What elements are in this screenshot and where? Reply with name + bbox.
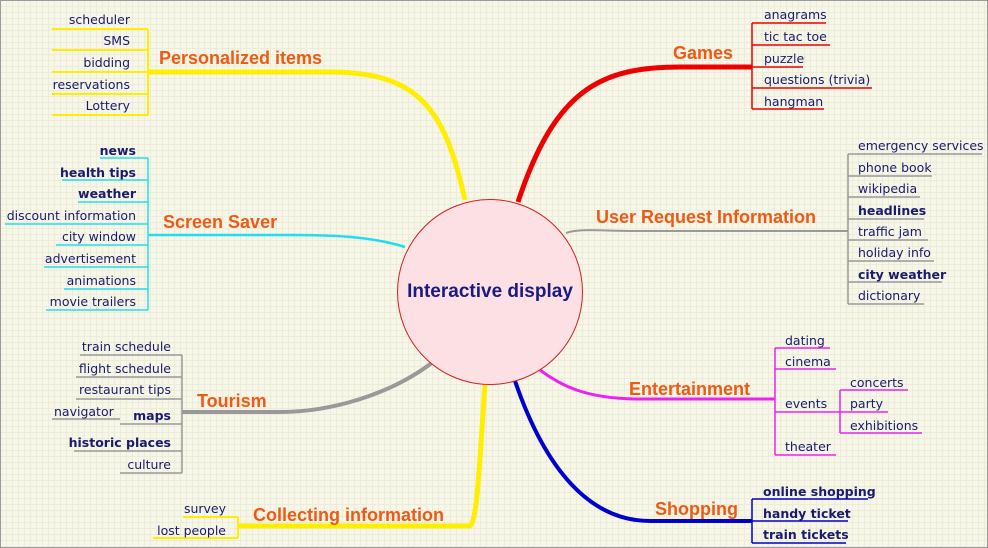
- leaf-movie-trailers[interactable]: movie trailers: [49, 294, 136, 309]
- leaf-phone-book[interactable]: phone book: [858, 160, 932, 175]
- leaf-survey[interactable]: survey: [183, 501, 226, 516]
- leaf-navigator[interactable]: navigator: [54, 404, 114, 419]
- leaf-city-weather[interactable]: city weather: [858, 267, 947, 282]
- central-topic[interactable]: Interactive display: [397, 199, 583, 385]
- branch-entertainment[interactable]: Entertainment: [629, 379, 751, 399]
- leaf-handy-ticket[interactable]: handy ticket: [763, 506, 851, 521]
- leaf-emergency-services[interactable]: emergency services: [858, 138, 984, 153]
- branch-shopping[interactable]: Shopping: [655, 499, 738, 519]
- leaf-hangman[interactable]: hangman: [764, 94, 824, 109]
- leaf-concerts[interactable]: concerts: [850, 375, 904, 390]
- leaf-online-shopping[interactable]: online shopping: [763, 484, 876, 499]
- leaf-scheduler[interactable]: scheduler: [68, 12, 130, 27]
- leaf-flight-schedule[interactable]: flight schedule: [78, 361, 171, 376]
- leaf-weather[interactable]: weather: [78, 186, 136, 201]
- leaf-historic-places[interactable]: historic places: [68, 435, 171, 450]
- leaf-news[interactable]: news: [99, 143, 136, 158]
- leaf-train-tickets[interactable]: train tickets: [763, 527, 849, 542]
- leaf-anagrams[interactable]: anagrams: [764, 7, 827, 22]
- leaf-wikipedia[interactable]: wikipedia: [858, 181, 918, 196]
- branch-games[interactable]: Games: [673, 43, 734, 63]
- leaf-city-window[interactable]: city window: [61, 229, 136, 244]
- leaf-headlines[interactable]: headlines: [858, 203, 927, 218]
- leaf-traffic-jam[interactable]: traffic jam: [858, 224, 922, 239]
- leaf-questions-trivia[interactable]: questions (trivia): [764, 72, 871, 87]
- leaf-cinema[interactable]: cinema: [785, 354, 831, 369]
- leaf-culture[interactable]: culture: [127, 457, 171, 472]
- leaf-bidding[interactable]: bidding: [83, 55, 130, 70]
- leaf-dictionary[interactable]: dictionary: [858, 288, 921, 303]
- branch-screen-saver[interactable]: Screen Saver: [163, 212, 278, 232]
- leaf-reservations[interactable]: reservations: [52, 77, 130, 92]
- leaf-dating[interactable]: dating: [785, 333, 825, 348]
- leaf-lottery[interactable]: Lottery: [85, 98, 130, 113]
- leaf-discount-information[interactable]: discount information: [6, 208, 136, 223]
- leaf-train-schedule[interactable]: train schedule: [81, 339, 171, 354]
- branch-collecting-information[interactable]: Collecting information: [253, 505, 444, 525]
- leaf-tic-tac-toe[interactable]: tic tac toe: [764, 29, 827, 44]
- leaf-advertisement[interactable]: advertisement: [44, 251, 136, 266]
- leaf-maps[interactable]: maps: [133, 408, 171, 423]
- leaf-puzzle[interactable]: puzzle: [764, 51, 805, 66]
- leaf-animations[interactable]: animations: [66, 273, 136, 288]
- leaf-health-tips[interactable]: health tips: [60, 165, 136, 180]
- branch-tourism[interactable]: Tourism: [197, 391, 267, 411]
- branch-user-request-information[interactable]: User Request Information: [596, 207, 817, 227]
- branch-personalized-items[interactable]: Personalized items: [159, 48, 323, 68]
- leaf-events[interactable]: events: [785, 396, 828, 411]
- leaf-party[interactable]: party: [850, 396, 884, 411]
- leaf-holiday-info[interactable]: holiday info: [858, 245, 931, 260]
- leaf-sms[interactable]: SMS: [103, 33, 130, 48]
- leaf-exhibitions[interactable]: exhibitions: [850, 418, 919, 433]
- leaf-lost-people[interactable]: lost people: [157, 523, 226, 538]
- leaf-restaurant-tips[interactable]: restaurant tips: [79, 382, 171, 397]
- leaf-theater[interactable]: theater: [785, 439, 831, 454]
